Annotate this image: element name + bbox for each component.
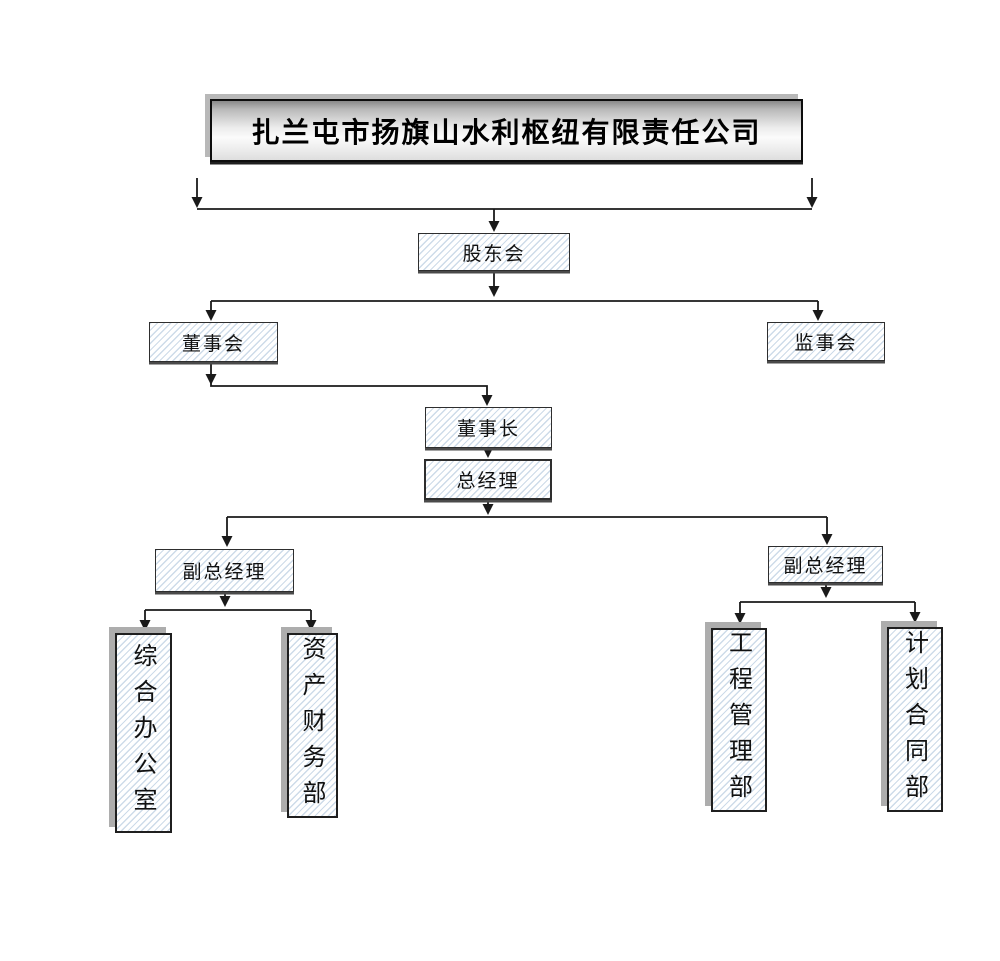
node-label: 董事会 xyxy=(181,332,245,355)
arrowhead-down xyxy=(812,310,824,321)
arrowhead-down xyxy=(734,613,746,624)
elbow-line xyxy=(210,362,488,397)
connector-deputy-left-to-depts xyxy=(139,592,317,631)
node-label: 计划合同部 xyxy=(900,629,929,810)
node-label: 股东会 xyxy=(462,242,526,265)
arrowhead-down xyxy=(191,197,203,208)
connector-deputy-right-to-depts xyxy=(734,583,921,624)
node-shareholders-meeting: 股东会 xyxy=(418,233,570,271)
node-label: 工程管理部 xyxy=(724,630,753,810)
node-general-manager: 总经理 xyxy=(424,459,552,500)
node-board-of-supervisors: 监事会 xyxy=(767,322,885,361)
arrowhead-down xyxy=(481,395,493,406)
node-deputy-gm-right: 副总经理 xyxy=(768,546,883,583)
connector-chairman-to-gm xyxy=(482,447,494,458)
arrowhead-down xyxy=(482,447,494,458)
node-chairman: 董事长 xyxy=(425,407,552,448)
arrowhead-down xyxy=(806,197,818,208)
node-label: 总经理 xyxy=(456,470,520,492)
node-label: 董事长 xyxy=(456,418,520,440)
node-label: 资产财务部 xyxy=(298,635,326,816)
arrowhead-down xyxy=(219,596,231,607)
connector-shareholders-to-boards xyxy=(205,271,824,321)
connector-title-to-shareholders xyxy=(191,178,818,232)
connector-gm-to-deputies xyxy=(221,500,833,547)
node-dept-general-office: 综合办公室 xyxy=(115,633,172,833)
node-deputy-gm-left: 副总经理 xyxy=(155,549,294,592)
node-label: 副总经理 xyxy=(783,555,868,577)
node-dept-engineering-management: 工程管理部 xyxy=(711,628,767,812)
connector-directors-to-chairman xyxy=(205,362,493,406)
node-label: 副总经理 xyxy=(182,561,267,583)
arrowhead-down xyxy=(820,587,832,598)
arrowhead-down xyxy=(821,534,833,545)
node-company-title: 扎兰屯市扬旗山水利枢纽有限责任公司 xyxy=(210,99,803,162)
arrowhead-down xyxy=(488,286,500,297)
arrowhead-down xyxy=(482,504,494,515)
company-title-label: 扎兰屯市扬旗山水利枢纽有限责任公司 xyxy=(251,115,762,149)
node-label: 监事会 xyxy=(794,332,858,354)
node-dept-planning-contract: 计划合同部 xyxy=(887,627,943,812)
arrowhead-down xyxy=(221,536,233,547)
arrowhead-down xyxy=(205,310,217,321)
arrowhead-down xyxy=(139,620,151,631)
node-board-of-directors: 董事会 xyxy=(149,322,278,362)
arrowhead-down xyxy=(305,620,317,631)
arrowhead-down xyxy=(909,612,921,623)
node-dept-asset-finance: 资产财务部 xyxy=(287,633,338,818)
arrowhead-down xyxy=(205,374,217,385)
arrowhead-down xyxy=(488,221,500,232)
node-label: 综合办公室 xyxy=(129,643,157,823)
